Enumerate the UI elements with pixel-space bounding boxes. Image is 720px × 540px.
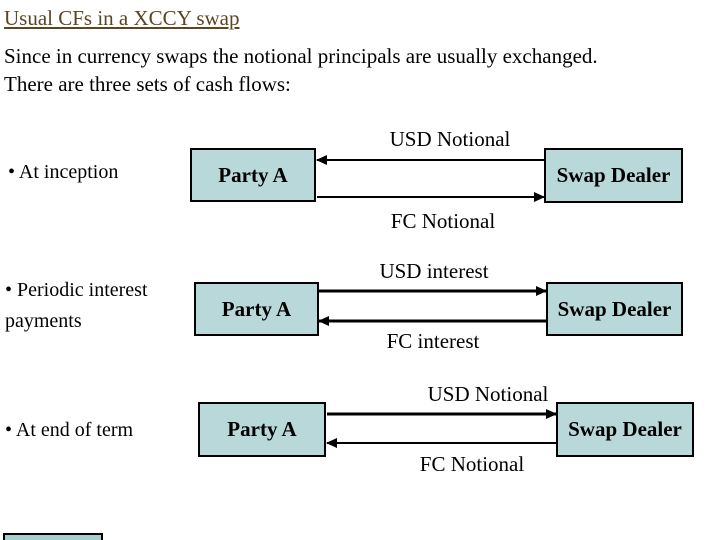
arrow-line: [317, 159, 544, 161]
flow-label-fc-notional-inception: FC Notional: [390, 209, 496, 233]
fc-notional-arrow-inception: [317, 191, 545, 203]
party-a-box-inception: Party A: [190, 148, 316, 202]
usd-notional-arrow-end: [327, 408, 557, 420]
arrowhead-icon: [534, 192, 545, 202]
usd-interest-arrow: [319, 285, 547, 297]
flow-label-usd-interest: USD interest: [379, 259, 489, 283]
swap-dealer-box-end: Swap Dealer: [556, 402, 694, 457]
bullet-at-inception: • At inception: [8, 161, 119, 183]
flow-label-usd-notional-inception: USD Notional: [389, 127, 511, 151]
swap-dealer-box-interest: Swap Dealer: [546, 282, 683, 336]
intro-line-1: Since in currency swaps the notional pri…: [4, 44, 598, 68]
arrowhead-icon: [318, 316, 329, 326]
intro-line-2: There are three sets of cash flows:: [4, 72, 291, 96]
fc-notional-arrow-end: [326, 437, 556, 449]
fc-interest-arrow: [318, 315, 546, 327]
arrowhead-icon: [546, 409, 557, 419]
arrow-line: [327, 412, 556, 416]
party-a-label: Party A: [227, 417, 297, 441]
arrowhead-icon: [316, 155, 327, 165]
arrow-line: [327, 442, 556, 444]
cutoff-box: [3, 533, 103, 540]
party-a-label: Party A: [221, 296, 292, 321]
arrow-line: [319, 319, 546, 323]
arrow-line: [319, 289, 546, 293]
swap-dealer-label: Swap Dealer: [556, 163, 671, 187]
flow-label-usd-notional-end: USD Notional: [427, 382, 549, 406]
bullet-periodic-interest: • Periodic interest: [5, 279, 148, 301]
bullet-at-end-of-term: • At end of term: [5, 419, 134, 441]
party-a-label: Party A: [218, 162, 288, 187]
party-a-box-end: Party A: [198, 402, 326, 457]
arrow-line: [317, 196, 544, 198]
swap-dealer-label: Swap Dealer: [568, 417, 682, 441]
arrowhead-icon: [326, 438, 337, 448]
swap-dealer-label: Swap Dealer: [557, 296, 672, 321]
bullet-periodic-interest-line2: payments: [5, 310, 82, 332]
flow-label-fc-notional-end: FC Notional: [419, 452, 525, 476]
flow-label-fc-interest: FC interest: [386, 329, 480, 353]
party-a-box-interest: Party A: [194, 282, 319, 336]
usd-notional-arrow-inception: [316, 154, 544, 166]
arrowhead-icon: [536, 286, 547, 296]
swap-dealer-box-inception: Swap Dealer: [544, 148, 683, 203]
slide-title: Usual CFs in a XCCY swap: [4, 6, 240, 30]
